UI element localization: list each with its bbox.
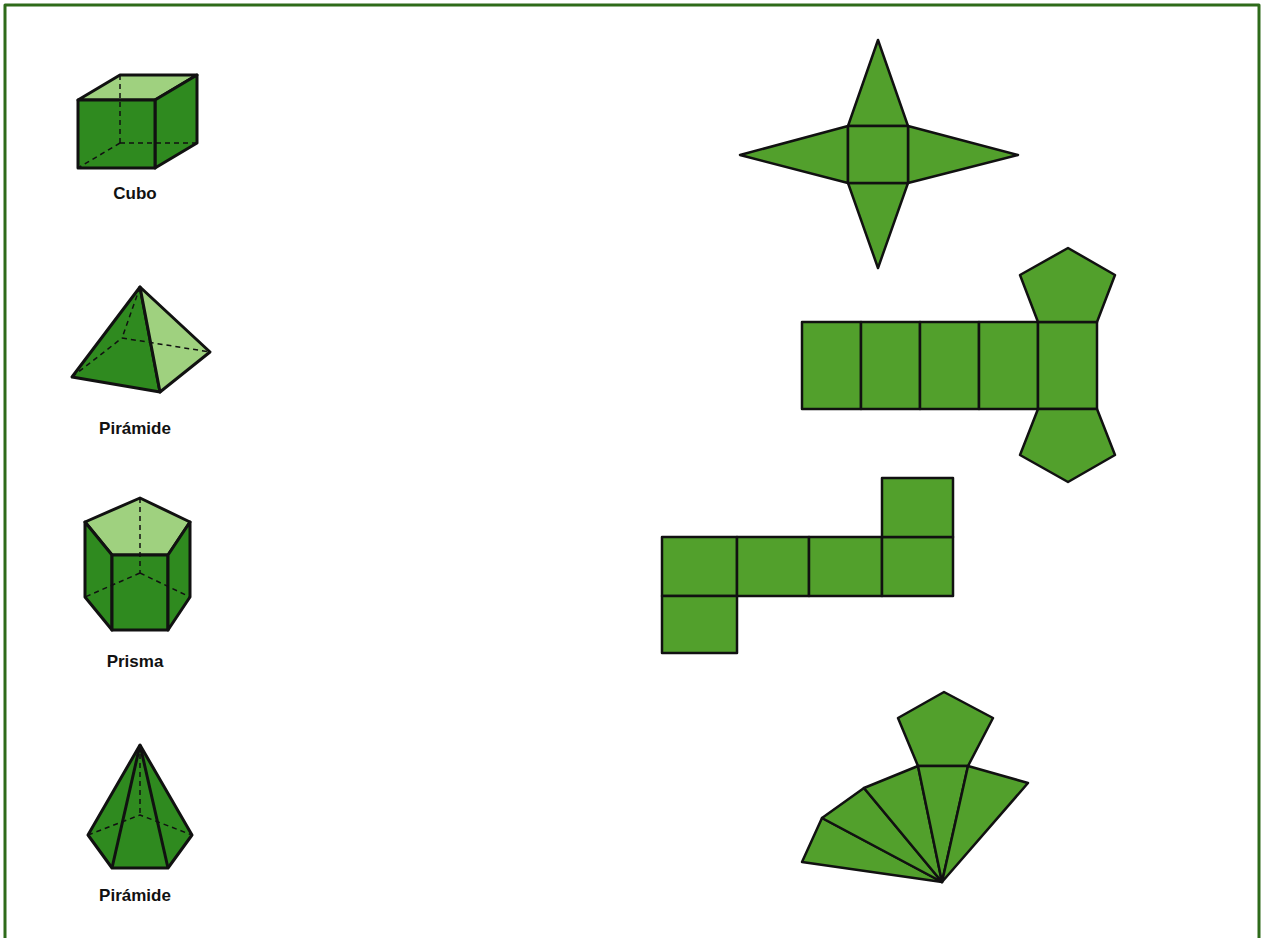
frame <box>5 5 1259 938</box>
label-slot: Pirámide <box>30 419 240 439</box>
label-slot: Cubo <box>30 184 240 204</box>
label-slot: Pirámide <box>30 886 240 906</box>
shape-label: Pirámide <box>30 886 240 906</box>
shape-label: Cubo <box>30 184 240 204</box>
pentagonal-pyramid-solid <box>88 745 192 868</box>
cube-net <box>662 478 953 653</box>
shape-label: Pirámide <box>30 419 240 439</box>
pentagonal-pyramid-net <box>802 692 1028 882</box>
cube-solid <box>78 75 197 168</box>
prism-net <box>802 248 1115 482</box>
pentagonal-prism-solid <box>85 498 190 630</box>
shape-label: Prisma <box>30 652 240 672</box>
label-slot: Prisma <box>30 652 240 672</box>
square-pyramid-solid <box>72 287 210 392</box>
pyramid-net <box>740 40 1018 268</box>
